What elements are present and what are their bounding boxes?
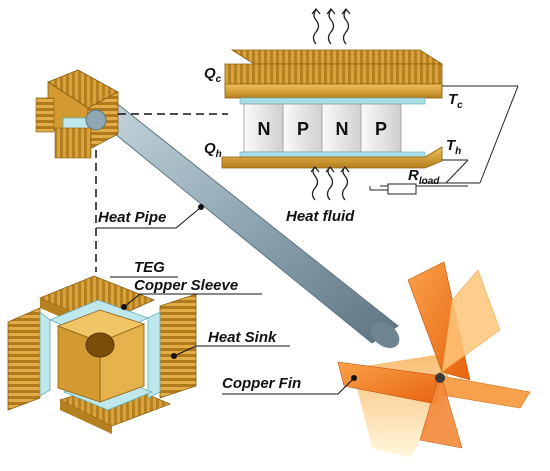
t-cold-label: Tc bbox=[448, 91, 463, 111]
leg-4-label: P bbox=[375, 119, 387, 139]
heat-fluid-label: Heat fluid bbox=[286, 208, 355, 225]
load-resistor bbox=[387, 183, 417, 195]
leg-4 bbox=[360, 103, 402, 153]
small-heat-exchanger bbox=[35, 69, 119, 159]
bottom-copper-plate bbox=[221, 146, 443, 169]
right-heat-sink bbox=[159, 293, 197, 399]
label-callouts bbox=[96, 207, 355, 395]
copper-fin-label: Copper Fin bbox=[222, 375, 301, 392]
copper-fin-marker bbox=[351, 375, 357, 381]
cold-side-plate bbox=[239, 97, 426, 105]
q-hot-label: Qh bbox=[204, 140, 222, 160]
q-cold-label: Qc bbox=[204, 65, 222, 85]
hot-side-plate bbox=[239, 151, 426, 158]
t-hot-label: Th bbox=[446, 137, 461, 157]
leg-2-label: P bbox=[297, 119, 309, 139]
copper-sleeve-label: Copper Sleeve bbox=[134, 277, 238, 294]
leg-3-label: N bbox=[336, 119, 349, 139]
left-heat-sink bbox=[7, 307, 41, 411]
teg-label: TEG bbox=[134, 259, 165, 276]
copper-fin bbox=[337, 261, 531, 458]
teg-module: N P N P bbox=[221, 49, 444, 169]
large-heat-exchanger bbox=[7, 275, 197, 434]
heat-pipe-label: Heat Pipe bbox=[98, 209, 166, 226]
leg-1-label: N bbox=[258, 119, 271, 139]
heat-sink-marker bbox=[171, 353, 177, 359]
copper-sleeve-marker bbox=[121, 304, 127, 310]
r-load-label: Rload bbox=[408, 167, 440, 187]
thermoelectric-legs: N P N P bbox=[243, 103, 402, 153]
heat-fluid-arrows bbox=[310, 165, 350, 201]
heat-release-arrows bbox=[311, 7, 351, 45]
load-circuit bbox=[369, 85, 519, 195]
heat-sink-label: Heat Sink bbox=[208, 329, 277, 346]
heat-pipe-marker bbox=[198, 204, 204, 210]
top-fin-array bbox=[224, 49, 444, 99]
leg-2 bbox=[282, 103, 324, 153]
pipe-hole bbox=[85, 332, 115, 358]
